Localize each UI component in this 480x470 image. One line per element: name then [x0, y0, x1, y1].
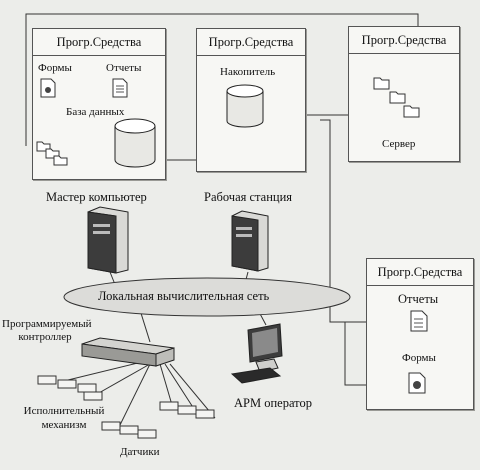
- master-computer-icon: [87, 206, 129, 274]
- folder-icons: [36, 141, 68, 166]
- form-doc-icon: [40, 78, 56, 98]
- operator-label: АРМ оператор: [234, 396, 312, 410]
- workstation-label: Рабочая станция: [204, 190, 293, 204]
- storage-label: Накопитель: [220, 66, 276, 78]
- report-doc-icon: [112, 78, 128, 98]
- database-label: База данных: [66, 106, 125, 118]
- actuator-label: Исполнительный механизм: [23, 405, 105, 431]
- sensor-blocks-top-icon: [159, 401, 215, 419]
- box-title: Прогр.Средства: [197, 29, 305, 56]
- master-computer-label: Мастер компьютер: [46, 190, 147, 204]
- network-ellipse: [63, 277, 351, 317]
- reports-label: Отчеты: [106, 62, 142, 74]
- forms-label: Формы: [402, 352, 436, 364]
- controller-fan-lines: [67, 359, 216, 426]
- storage-cylinder-icon: [226, 84, 264, 128]
- operator-pc-icon: [230, 323, 283, 384]
- box-title: Прогр.Средства: [33, 29, 165, 56]
- sensors-label: Датчики: [120, 446, 160, 458]
- net-controller-line: [139, 309, 151, 343]
- box-title: Прогр.Средства: [367, 259, 473, 286]
- controller-device-icon: [81, 337, 175, 367]
- network-label: Локальная вычислительная сеть: [98, 289, 270, 303]
- server-label: Сервер: [382, 138, 416, 150]
- forms-label: Формы: [38, 62, 72, 74]
- actuator-blocks-icon: [37, 375, 103, 401]
- database-cylinder-icon: [114, 118, 156, 168]
- reports-label: Отчеты: [398, 292, 439, 306]
- box-title: Прогр.Средства: [349, 27, 459, 54]
- server-folders-icon: [373, 77, 420, 118]
- form-doc-icon: [408, 372, 426, 394]
- workstation-icon: [231, 210, 269, 272]
- controller-label: Программируемый контроллер: [2, 318, 92, 343]
- report-doc-icon: [410, 310, 428, 332]
- sensor-blocks-bottom-icon: [101, 421, 157, 439]
